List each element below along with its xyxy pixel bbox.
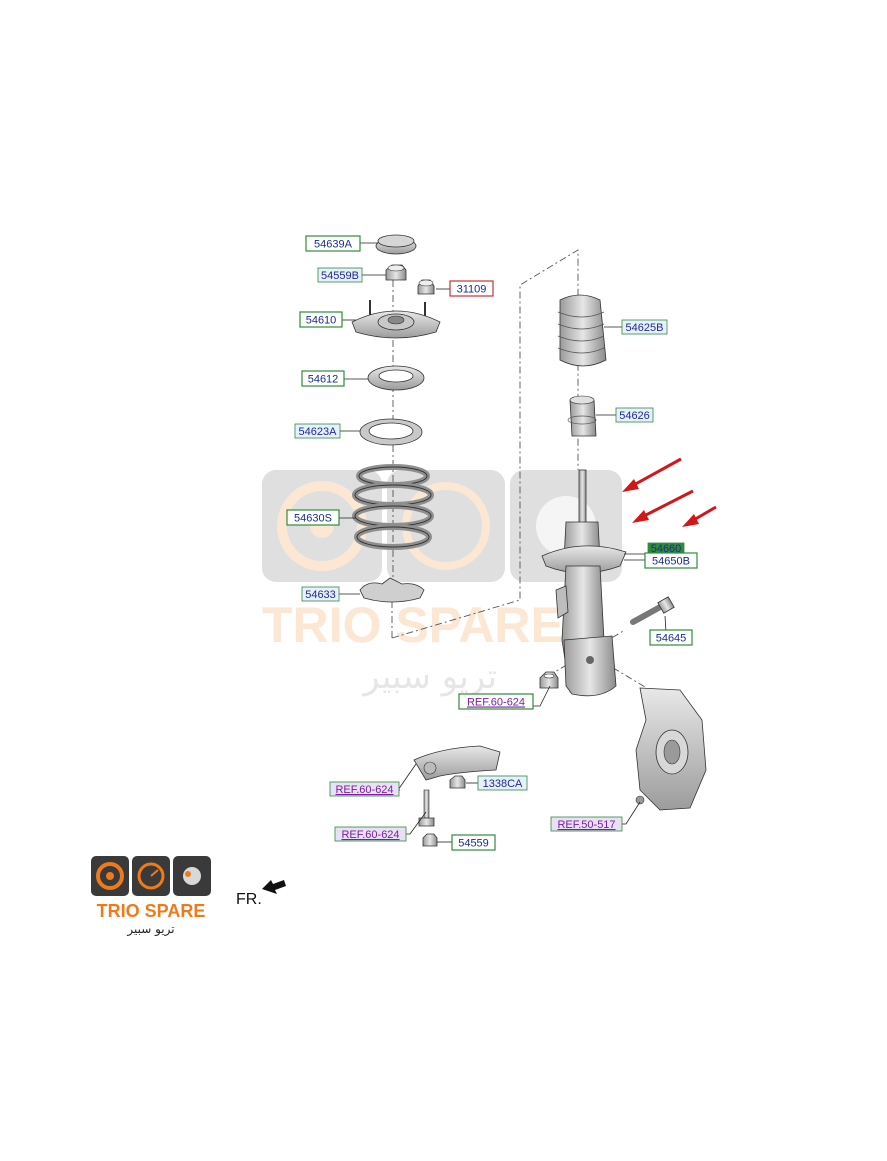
label-54645[interactable]: 54645 (649, 629, 693, 646)
brand-logo: TRIO SPARE تريو سبير (91, 856, 211, 937)
part-labels: 54639A 54559B 31109 54610 54612 54623A 5… (286, 235, 698, 851)
label-ref-50-517[interactable]: REF.50-517 (550, 816, 623, 832)
engine-icon (183, 867, 201, 885)
label-ref-60-624-middle[interactable]: REF.60-624 (329, 781, 400, 797)
speedometer-icon (137, 862, 165, 890)
svg-text:54625B: 54625B (626, 322, 664, 334)
dust-boot (557, 294, 607, 367)
label-54625b[interactable]: 54625B (621, 319, 668, 335)
nut-54559b (385, 264, 407, 281)
red-arrow-icon (632, 489, 694, 523)
label-54559[interactable]: 54559 (451, 834, 496, 851)
highlight-arrows (622, 457, 717, 527)
nut-54559 (422, 833, 438, 847)
label-54633[interactable]: 54633 (301, 586, 340, 602)
steering-knuckle (635, 687, 707, 811)
label-54650b[interactable]: 54650B (644, 552, 698, 569)
logo-arabic-text: تريو سبير (126, 922, 174, 937)
dust-cap (375, 234, 417, 255)
svg-text:31109: 31109 (457, 284, 487, 296)
logo-brand-text: TRIO SPARE (97, 901, 206, 921)
spring-pad-upper (359, 418, 423, 446)
watermark-brake-disc-icon (277, 481, 367, 571)
svg-text:54612: 54612 (308, 374, 339, 386)
watermark-tile-middle (387, 470, 505, 582)
bearing (367, 365, 425, 391)
spring-pad-lower (359, 577, 425, 603)
label-54630s[interactable]: 54630S (286, 509, 340, 526)
svg-text:1338CA: 1338CA (483, 778, 523, 790)
lower-bracket (413, 745, 501, 781)
strut-mount (351, 300, 441, 339)
coil-spring (352, 464, 434, 550)
nut-31109 (417, 279, 435, 295)
svg-text:54650B: 54650B (652, 556, 690, 568)
svg-text:54633: 54633 (305, 589, 336, 601)
label-54610[interactable]: 54610 (299, 311, 343, 328)
front-indicator-label: FR. (236, 891, 262, 908)
label-54559b[interactable]: 54559B (317, 267, 363, 283)
watermark-arabic-text: تريو سبير (361, 657, 497, 697)
svg-text:54660: 54660 (651, 543, 682, 555)
svg-text:54645: 54645 (656, 633, 687, 645)
svg-text:54559B: 54559B (321, 270, 359, 282)
svg-text:54623A: 54623A (299, 426, 338, 438)
red-arrow-icon (622, 457, 682, 492)
watermark-tile-left (262, 470, 382, 582)
label-54639a[interactable]: 54639A (305, 235, 361, 252)
nut-1338ca (449, 775, 466, 789)
label-54626[interactable]: 54626 (615, 407, 654, 423)
label-1338ca[interactable]: 1338CA (477, 775, 528, 791)
nut-ref-60-624 (539, 671, 559, 689)
svg-text:REF.60-624: REF.60-624 (341, 829, 399, 841)
bolt-ref-60-624 (418, 789, 435, 827)
label-31109[interactable]: 31109 (449, 280, 494, 297)
brake-disc-icon (96, 862, 124, 890)
svg-text:REF.50-517: REF.50-517 (557, 819, 615, 831)
svg-text:54639A: 54639A (314, 239, 353, 251)
bump-stopper (567, 395, 597, 437)
svg-text:54559: 54559 (458, 838, 489, 850)
bolt-54645 (630, 596, 675, 625)
svg-text:REF.60-624: REF.60-624 (467, 697, 525, 709)
front-direction-indicator: FR. (236, 880, 286, 908)
svg-text:54626: 54626 (619, 410, 650, 422)
label-ref-60-624-upper[interactable]: REF.60-624 (458, 693, 534, 710)
front-arrow-icon (262, 880, 286, 894)
label-ref-60-624-lower[interactable]: REF.60-624 (334, 826, 407, 842)
watermark-brand-text: TRIO SPARE (262, 597, 564, 653)
label-54612[interactable]: 54612 (301, 370, 345, 387)
label-54623a[interactable]: 54623A (294, 423, 341, 439)
svg-text:54630S: 54630S (294, 513, 332, 525)
red-arrow-icon (682, 505, 717, 527)
strut-assembly (541, 469, 627, 697)
svg-text:54610: 54610 (306, 315, 337, 327)
svg-text:REF.60-624: REF.60-624 (335, 784, 393, 796)
